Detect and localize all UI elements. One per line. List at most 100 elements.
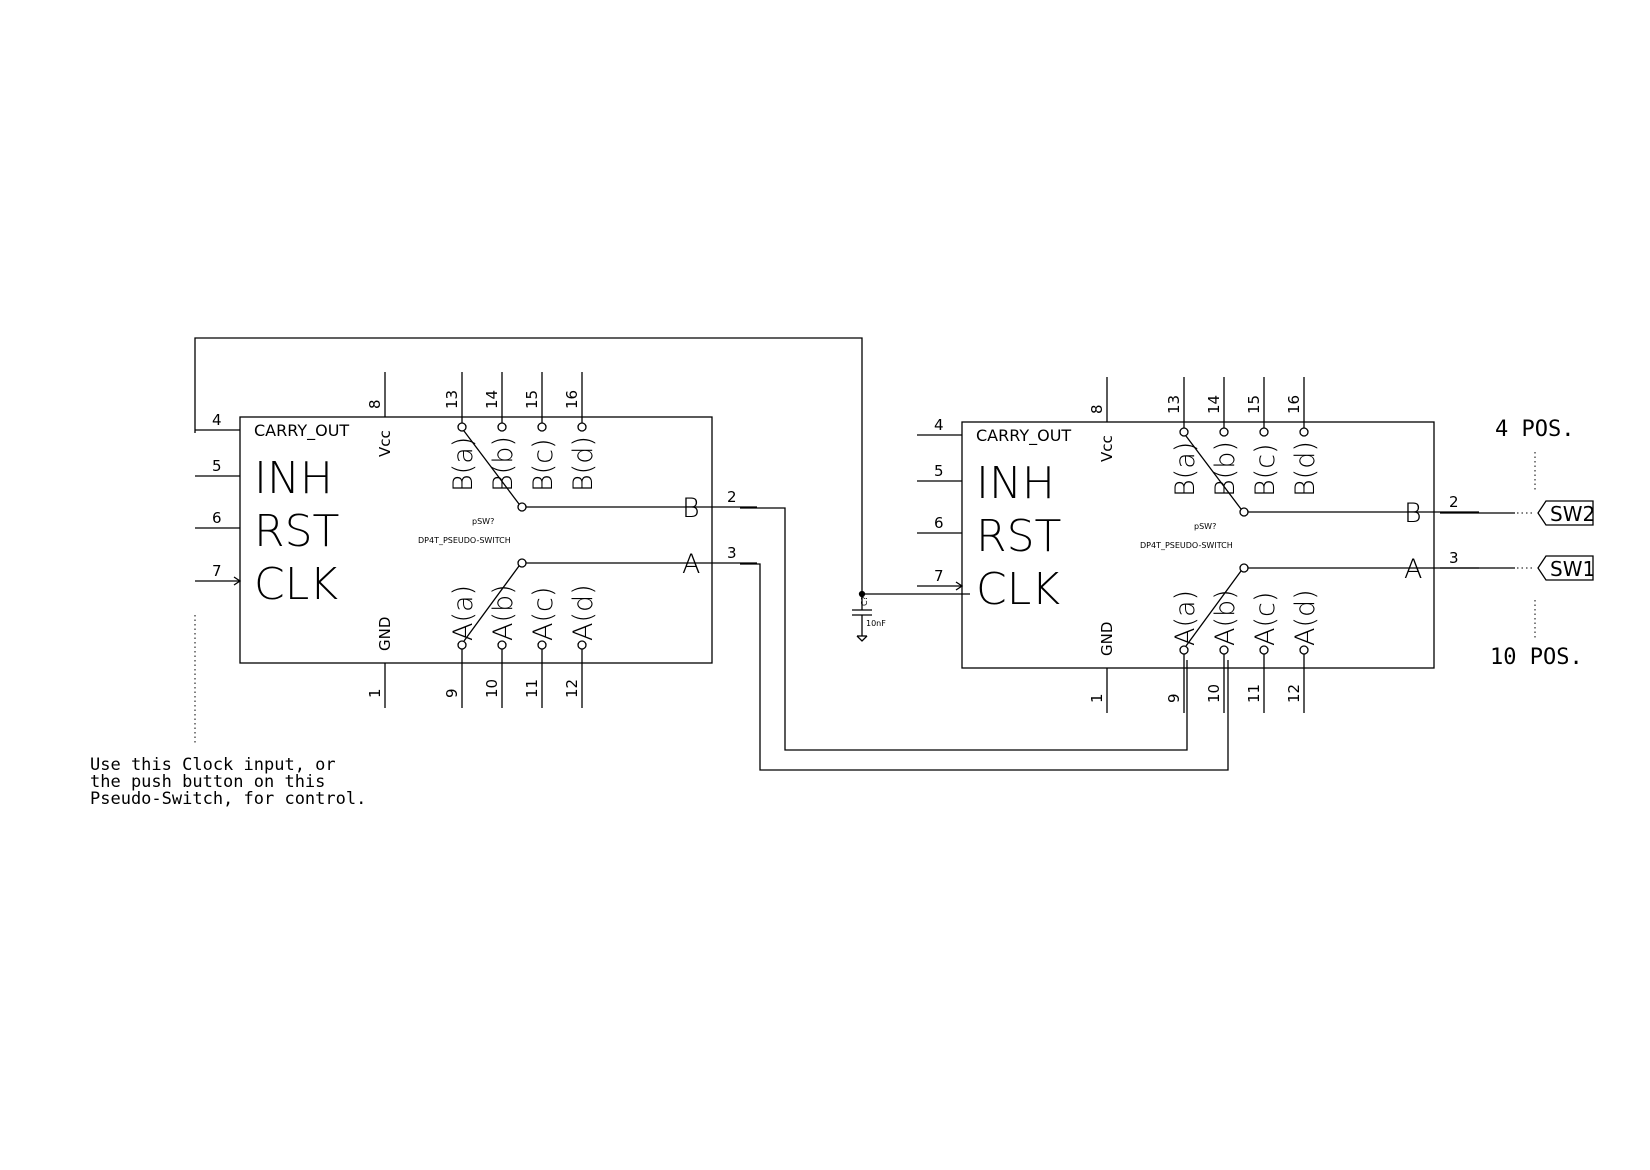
common-a [517, 558, 527, 568]
label-b-pin-2: B(c) [1250, 443, 1281, 497]
pin-number-inh: 5 [212, 457, 222, 475]
pin-number-a-3: 12 [563, 679, 581, 698]
net-label-sw1[interactable]: SW1 [1537, 555, 1595, 581]
pin-number-clk: 7 [934, 567, 944, 585]
contact-b-0 [457, 422, 467, 432]
pin-number-out-b: 2 [1449, 493, 1459, 511]
net-label-sw2-text: SW2 [1550, 502, 1595, 526]
wiper-a [463, 565, 520, 642]
contact-a-2 [1259, 645, 1269, 655]
wiper-b [1185, 435, 1242, 510]
contact-b-3 [1299, 427, 1309, 437]
pin-number-b-3: 16 [1285, 395, 1303, 414]
pin-number-a-2: 11 [523, 679, 541, 698]
wire-carry-to-clk [194, 337, 970, 595]
pseudo-switch-right[interactable]: 4567CARRY_OUTINHRSTCLK8Vcc1GND13B(a)9A(a… [917, 377, 1479, 713]
contact-b-2 [1259, 427, 1269, 437]
annotation-4-pos: 4 POS. [1495, 417, 1574, 442]
label-b-pin-3: B(d) [1290, 441, 1321, 497]
label-a-pin-1: A(b) [488, 584, 519, 641]
wiper-a [1185, 570, 1242, 647]
pin-number-a-3: 12 [1285, 684, 1303, 703]
pin-number-inh: 5 [934, 462, 944, 480]
component-value: DP4T_PSEUDO-SWITCH [418, 536, 511, 545]
label-gnd: GND [376, 617, 394, 651]
label-carry-out: CARRY_OUT [976, 426, 1071, 446]
pin-number-gnd: 1 [366, 688, 384, 698]
common-b [517, 502, 527, 512]
pin-number-out-a: 3 [727, 544, 737, 562]
pin-number-b-3: 16 [563, 390, 581, 409]
contact-a-3 [577, 640, 587, 650]
pin-number-out-b: 2 [727, 488, 737, 506]
label-inh: INH [976, 458, 1055, 509]
wire-left-b-to-right-aa [740, 507, 1188, 751]
label-a-pin-2: A(c) [528, 587, 559, 641]
pin-number-b-0: 13 [443, 390, 461, 409]
note-line-2: the push button on this [90, 772, 325, 792]
contact-a-0 [1179, 645, 1189, 655]
capacitor-value: 10nF [866, 619, 886, 628]
contact-a-1 [497, 640, 507, 650]
label-clk: CLK [254, 559, 338, 610]
pin-number-a-0: 9 [1165, 693, 1183, 703]
label-a-pin-1: A(b) [1210, 589, 1241, 646]
pin-number-out-a: 3 [1449, 549, 1459, 567]
clk-arrow-icon [233, 576, 242, 586]
label-b-pin-3: B(d) [568, 436, 599, 492]
label-gnd: GND [1098, 622, 1116, 656]
contact-b-1 [1219, 427, 1229, 437]
component-ref: pSW? [1194, 522, 1216, 531]
capacitor-ref: C? [860, 596, 869, 606]
contact-b-3 [577, 422, 587, 432]
pin-number-vcc: 8 [1088, 404, 1106, 414]
common-b [1239, 507, 1249, 517]
note-line-3: Pseudo-Switch, for control. [90, 789, 366, 809]
contact-a-2 [537, 640, 547, 650]
label-a-pin-3: A(d) [1290, 589, 1321, 646]
capacitor[interactable] [852, 590, 872, 642]
pin-number-a-2: 11 [1245, 684, 1263, 703]
component-body [961, 421, 1435, 669]
component-value: DP4T_PSEUDO-SWITCH [1140, 541, 1233, 550]
label-rst: RST [976, 511, 1061, 562]
component-ref: pSW? [472, 517, 494, 526]
net-label-sw1-text: SW1 [1550, 557, 1595, 581]
label-inh: INH [254, 453, 333, 504]
annotation-10-pos: 10 POS. [1490, 645, 1583, 670]
label-a-pin-3: A(d) [568, 584, 599, 641]
common-a [1239, 563, 1249, 573]
pin-number-clk: 7 [212, 562, 222, 580]
contact-a-1 [1219, 645, 1229, 655]
label-b-pin-2: B(c) [528, 438, 559, 492]
component-body [239, 416, 713, 664]
label-b-pin-0: B(a) [448, 437, 479, 492]
pin-number-b-2: 15 [1245, 395, 1263, 414]
pin-number-b-1: 14 [483, 390, 501, 409]
contact-a-3 [1299, 645, 1309, 655]
label-out-b: B [1404, 498, 1422, 529]
wire-left-a-to-right-ab [740, 563, 1229, 771]
pin-number-a-0: 9 [443, 688, 461, 698]
dotted-leaders [194, 452, 1536, 745]
label-rst: RST [254, 506, 339, 557]
label-vcc: Vcc [1098, 435, 1116, 462]
pin-number-a-1: 10 [483, 679, 501, 698]
pseudo-switch-left[interactable]: 4567CARRY_OUTINHRSTCLK8Vcc1GND13B(a)9A(a… [195, 372, 757, 708]
label-out-a: A [682, 549, 700, 580]
label-clk: CLK [976, 564, 1060, 615]
contact-b-2 [537, 422, 547, 432]
note-line-1: Use this Clock input, or [90, 755, 336, 775]
clk-arrow-icon [955, 581, 964, 591]
label-a-pin-0: A(a) [1170, 590, 1201, 646]
label-out-a: A [1404, 554, 1422, 585]
contact-b-1 [497, 422, 507, 432]
wiper-b [463, 430, 520, 505]
pin-number-carry: 4 [934, 416, 944, 434]
label-b-pin-0: B(a) [1170, 442, 1201, 497]
pin-number-gnd: 1 [1088, 693, 1106, 703]
wires [194, 337, 1515, 771]
contact-a-0 [457, 640, 467, 650]
net-label-sw2[interactable]: SW2 [1537, 500, 1595, 526]
label-a-pin-2: A(c) [1250, 592, 1281, 646]
